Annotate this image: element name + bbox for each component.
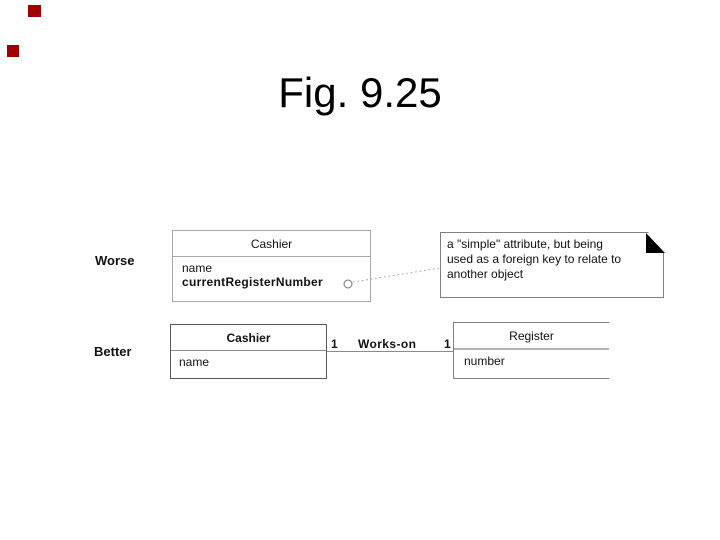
uml-note-text: a "simple" attribute, but being used as … — [447, 237, 659, 282]
uml-note-line-2: used as a foreign key to relate to — [447, 252, 622, 266]
register-class-box: Register number — [453, 322, 609, 379]
association-multiplicity-left: 1 — [331, 337, 338, 351]
register-attr-number: number — [464, 354, 505, 368]
better-section-label: Better — [94, 344, 132, 359]
uml-note-line-1: a "simple" attribute, but being — [447, 237, 603, 251]
better-cashier-class-box: Cashier name — [170, 324, 327, 379]
better-cashier-attributes: name — [171, 351, 326, 369]
worse-cashier-class-box: Cashier name currentRegisterNumber — [172, 230, 371, 302]
worse-section-label: Worse — [95, 253, 135, 268]
better-cashier-class-title: Cashier — [171, 325, 326, 351]
association-name-works-on: Works-on — [358, 337, 417, 351]
worse-attr-current-register-number: currentRegisterNumber — [182, 275, 324, 289]
slide-title: Fig. 9.25 — [278, 69, 442, 116]
better-attr-name: name — [179, 355, 210, 369]
register-attributes: number — [454, 350, 609, 368]
slide-decoration-square-left — [7, 45, 19, 57]
register-class-title: Register — [454, 323, 609, 350]
worse-cashier-class-title: Cashier — [173, 231, 370, 257]
association-line — [327, 351, 453, 352]
worse-attr-name: name — [182, 261, 213, 275]
worse-cashier-attributes: name currentRegisterNumber — [173, 257, 370, 289]
slide-decoration-square-top — [28, 5, 41, 17]
association-multiplicity-right: 1 — [444, 337, 451, 351]
uml-note-line-3: another object — [447, 267, 524, 281]
